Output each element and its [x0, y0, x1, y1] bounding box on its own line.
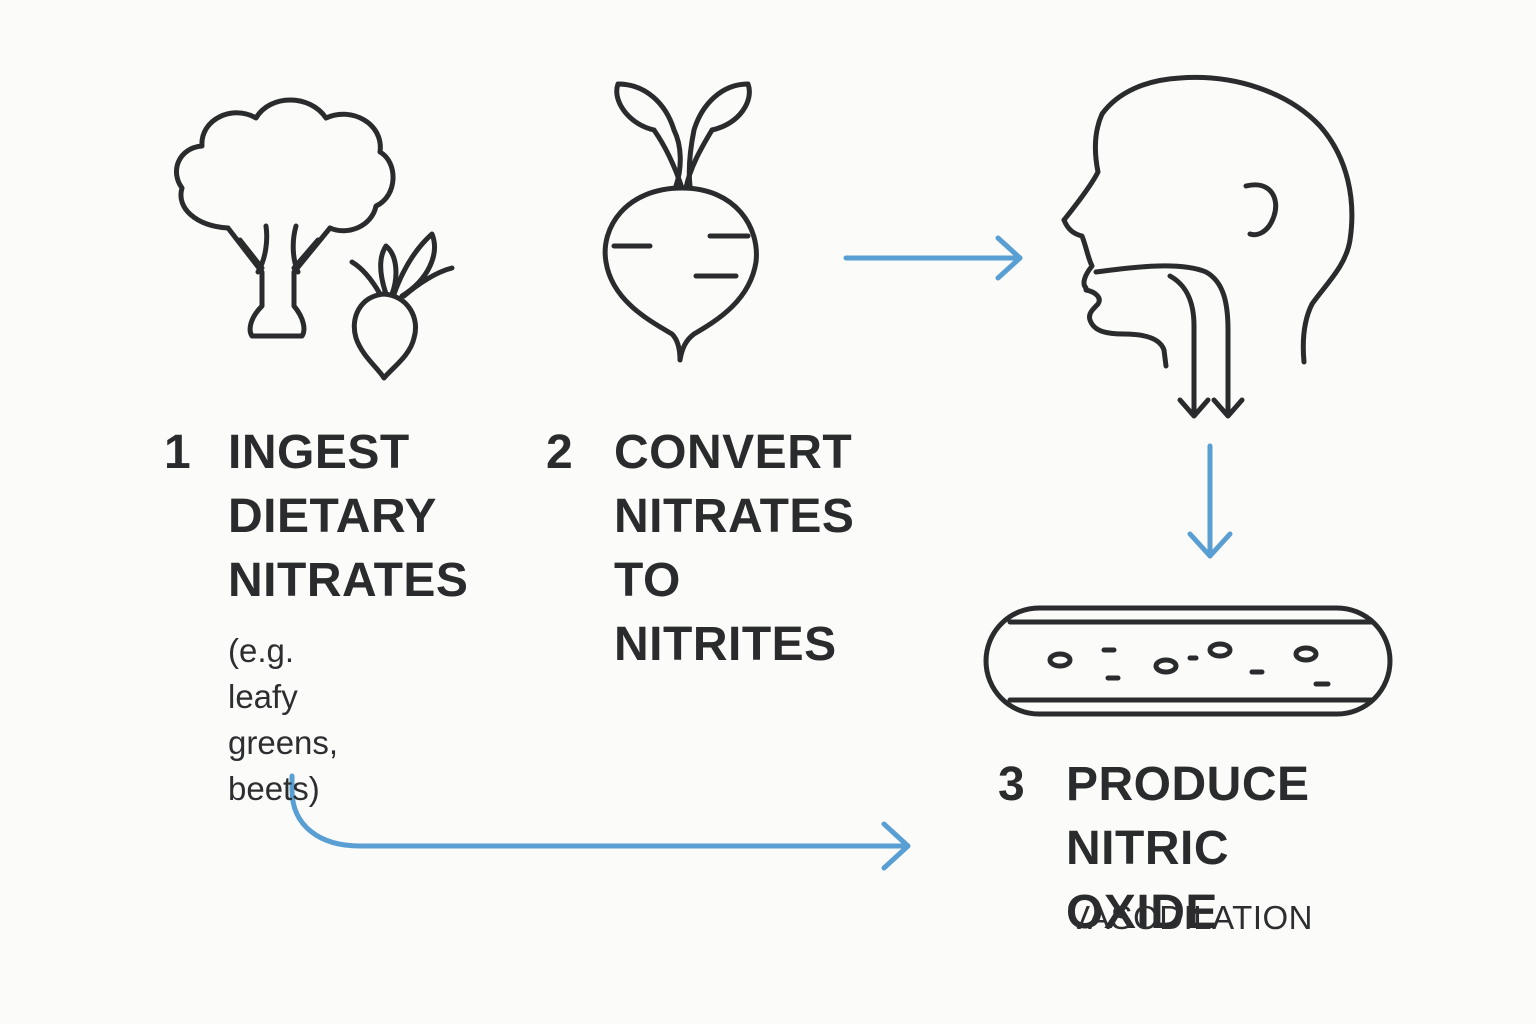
arrow-ingest-to-produce — [289, 773, 911, 871]
beet-icon — [602, 81, 759, 363]
arrow-beet-to-head — [843, 235, 1023, 281]
broccoli-icon — [174, 97, 396, 339]
head-profile-icon — [1061, 74, 1355, 419]
step-subtitle: (e.g. leafy greens, beets) — [228, 632, 339, 807]
step-title: CONVERT NITRATES TO NITRITES — [614, 426, 855, 671]
step-title: PRODUCE NITRIC OXIDE — [1066, 758, 1310, 939]
step-title: INGEST DIETARY NITRATES — [228, 426, 469, 607]
blood-vessel-icon — [983, 605, 1393, 717]
beet-icon — [349, 231, 455, 381]
step-caption: VASODILATION — [1068, 899, 1313, 936]
step-number: 3 — [998, 758, 1026, 811]
step-number: 2 — [546, 426, 574, 479]
step-number: 1 — [164, 426, 192, 479]
arrow-head-to-vessel — [1187, 443, 1233, 559]
